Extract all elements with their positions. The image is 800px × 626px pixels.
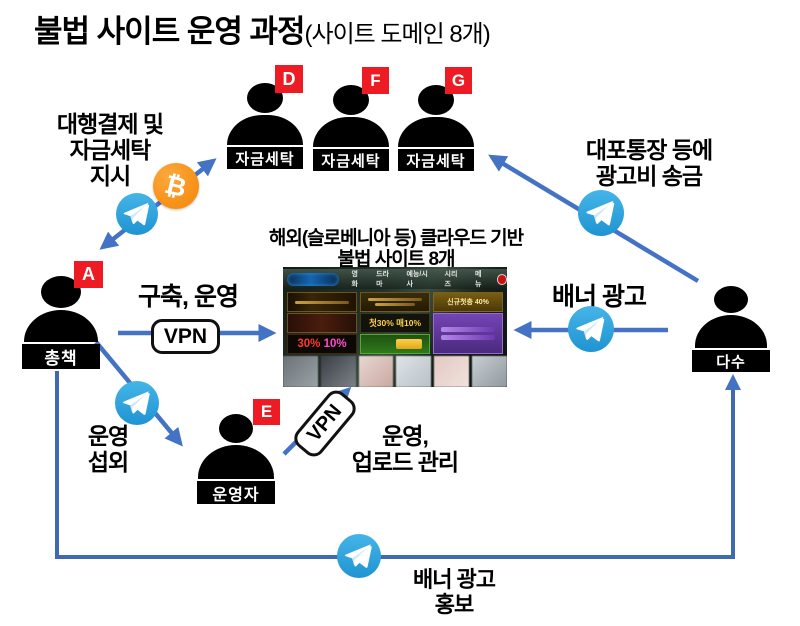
person-icon (313, 117, 389, 147)
telegram-icon (115, 381, 159, 425)
arrow-promo-loop (55, 371, 741, 559)
person-launderer-f: F 자금세탁 (313, 67, 389, 171)
site-banner (360, 334, 430, 354)
badge-e: E (253, 399, 280, 425)
vpn-badge-1: VPN (151, 319, 220, 354)
badge-f: F (362, 67, 389, 94)
person-label: 자금세탁 (227, 147, 303, 169)
person-launderer-g: G 자금세탁 (398, 67, 474, 171)
site-thumbnails (283, 356, 507, 387)
site-banner: 30% 10% (287, 334, 357, 354)
telegram-icon (116, 193, 158, 235)
telegram-icon (578, 190, 624, 236)
site-banner (287, 292, 357, 312)
site-banner: 첫30% 매10% (360, 313, 430, 333)
person-icon (714, 286, 748, 313)
label-operate-upload: 운영, 업로드 관리 (351, 423, 459, 475)
site-banner (360, 292, 430, 312)
person-label: 자금세탁 (398, 149, 474, 171)
person-operator: E 운영자 (197, 399, 280, 504)
badge-d: D (275, 65, 303, 93)
telegram-icon (337, 534, 381, 578)
person-icon (24, 310, 98, 342)
site-nav-red-icon (496, 273, 507, 285)
person-icon (219, 414, 253, 443)
site-navbar: 영화 드라마 예능/시사 시리즈 메뉴 (283, 269, 507, 289)
site-logo (287, 272, 340, 286)
title-sub: (사이트 도메인 8개) (304, 21, 491, 48)
site-banner-text: 30% (297, 338, 321, 350)
label-banner-ad: 배너 광고 (552, 283, 647, 311)
page-title: 불법 사이트 운영 과정(사이트 도메인 8개) (34, 6, 491, 51)
label-cloud-caption: 해외(슬로베니아 등) 클라우드 기반 불법 사이트 8개 (268, 228, 524, 271)
badge-g: G (445, 67, 472, 94)
person-advertiser: 다수 (692, 286, 770, 372)
person-label: 총책 (22, 344, 100, 369)
person-icon (227, 115, 303, 145)
person-boss: A 총책 (22, 261, 103, 369)
person-label: 다수 (692, 350, 770, 372)
person-icon (695, 315, 767, 348)
badge-a: A (74, 261, 103, 288)
label-ad-fee-transfer: 대포통장 등에 광고비 송금 (585, 137, 713, 189)
site-menu-item: 메뉴 (474, 271, 482, 288)
site-banner: 신규첫충 40% (433, 292, 503, 312)
person-launderer-d: D 자금세탁 (227, 65, 303, 169)
title-main: 불법 사이트 운영 과정 (34, 14, 306, 49)
site-banner (433, 313, 503, 354)
site-menu-item: 시리즈 (444, 271, 458, 288)
site-banner-text: 10% (323, 338, 347, 350)
site-menu-item: 예능/시사 (406, 271, 428, 288)
label-banner-promo: 배너 광고 홍보 (412, 567, 496, 617)
bitcoin-icon: ₿ (153, 163, 199, 209)
site-banner-text: 첫30% 매10% (368, 318, 422, 328)
label-recruit: 운영 섭외 (87, 423, 129, 475)
person-label: 운영자 (197, 481, 275, 504)
site-menu-item: 영화 (351, 271, 358, 288)
telegram-icon (568, 306, 614, 352)
person-label: 자금세탁 (313, 149, 389, 171)
person-icon (198, 445, 274, 479)
site-banner (287, 313, 357, 333)
person-icon (398, 117, 474, 147)
label-build-operate: 구축, 운영 (138, 283, 239, 311)
site-screenshot: 영화 드라마 예능/시사 시리즈 메뉴 신규첫충 40% 첫30% 매10% 3… (283, 267, 507, 387)
site-menu-item: 드라마 (376, 271, 389, 288)
site-banner-grid: 신규첫충 40% 첫30% 매10% 30% 10% (287, 292, 503, 354)
site-menu: 영화 드라마 예능/시사 시리즈 메뉴 (351, 269, 486, 289)
